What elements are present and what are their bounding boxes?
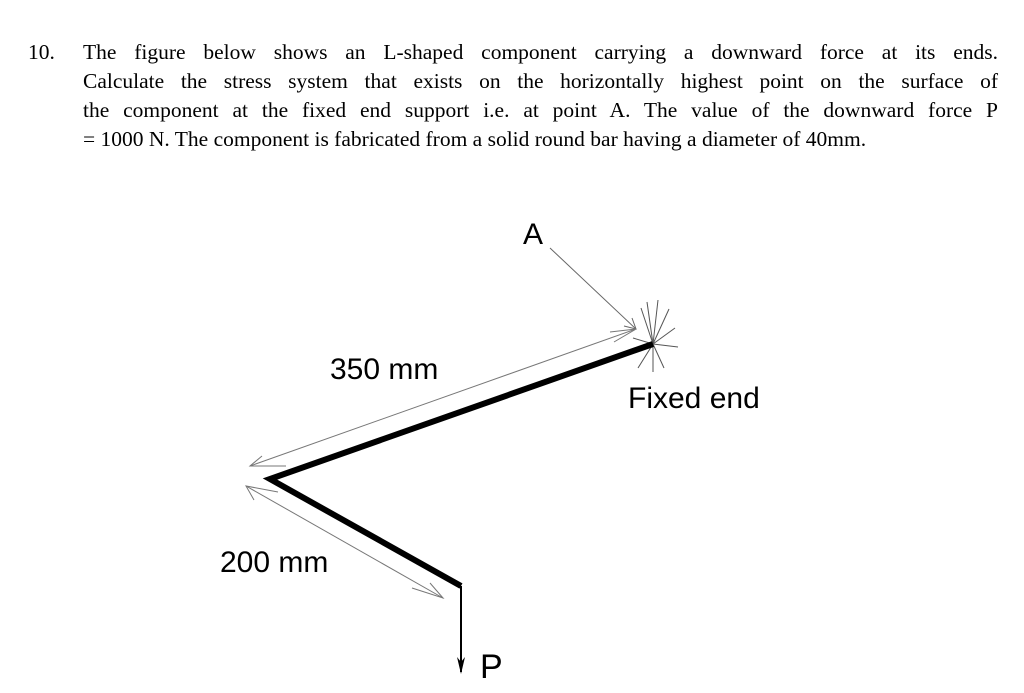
point-a-leader — [549, 247, 637, 330]
l-shaped-bar — [262, 341, 654, 589]
fixed-support-starburst-icon — [632, 299, 679, 372]
fixed-end-label: Fixed end — [628, 382, 760, 415]
question-text: The figure below shows an L-shaped compo… — [83, 38, 998, 154]
dimension-label-200: 200 mm — [220, 546, 328, 579]
force-arrow-p — [457, 586, 465, 674]
dimension-arrow-200 — [245, 485, 445, 600]
question-block: 10. The figure below shows an L-shaped c… — [28, 38, 998, 154]
question-number: 10. — [28, 40, 55, 64]
question-line-4: = 1000 N. The component is fabricated fr… — [83, 127, 867, 151]
point-a-label: A — [523, 218, 543, 251]
dimension-arrow-350 — [248, 328, 637, 467]
force-label-p: P — [480, 648, 503, 686]
dimension-label-350: 350 mm — [330, 353, 438, 386]
question-line-2: Calculate the stress system that exists … — [83, 69, 998, 93]
question-line-3: the component at the fixed end support i… — [83, 98, 998, 122]
question-line-1: The figure below shows an L-shaped compo… — [83, 40, 998, 64]
